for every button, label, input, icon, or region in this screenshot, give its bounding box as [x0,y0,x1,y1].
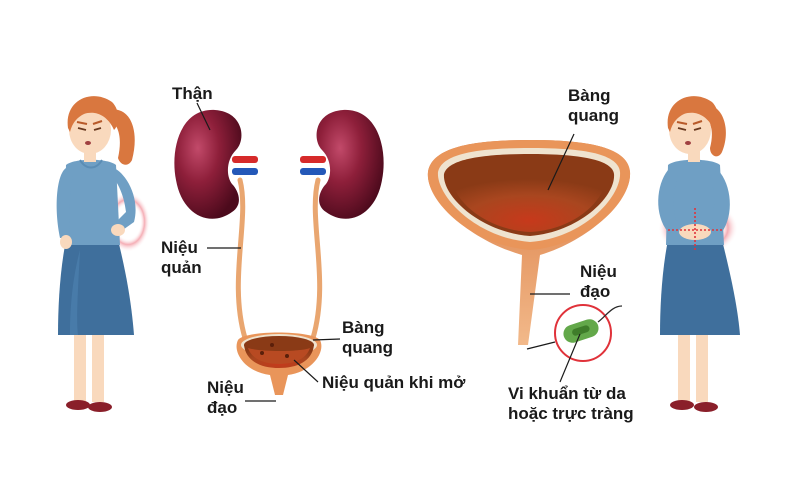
kidneys-diagram [174,102,384,402]
label-urethra-large-line1: Niệu [580,262,617,281]
label-urethra-small: Niệu đạo [207,378,244,418]
large-bladder-diagram [427,133,631,383]
right-kidney [316,109,384,219]
label-bladder-small-line2: quang [342,338,393,357]
left-artery [232,156,258,163]
label-urethra-large: Niệu đạo [580,262,617,302]
ureteral-opening [285,354,289,358]
ureteral-opening [270,343,274,347]
label-ureteral-openings-text: Niệu quản khi mở [322,373,466,392]
label-bladder-large-line1: Bàng [568,86,611,105]
right-woman-figure [658,96,740,412]
label-bacteria-line2: hoặc trực tràng [508,404,634,423]
label-urethra-small-line2: đạo [207,398,238,417]
small-bladder [236,332,322,395]
label-bacteria-line1: Vi khuẩn từ da [508,384,626,403]
bacteria-callout [526,304,623,383]
label-bacteria: Vi khuẩn từ da hoặc trực tràng [508,384,634,424]
label-kidney-text: Thận [172,84,213,103]
left-kidney [174,109,242,219]
label-ureter-line2: quản [161,258,202,277]
label-kidney: Thận [172,84,213,104]
right-ureter [310,177,323,341]
label-bladder-large: Bàng quang [568,86,619,126]
right-artery [300,156,326,163]
ureteral-opening [260,351,264,355]
label-ureter-line1: Niệu [161,238,198,257]
right-vein [300,168,326,175]
label-ureteral-openings: Niệu quản khi mở [322,373,465,393]
label-urethra-large-line2: đạo [580,282,611,301]
label-ureter: Niệu quản [161,238,202,278]
left-ureter [235,177,248,341]
label-bladder-small: Bàng quang [342,318,393,358]
label-urethra-small-line1: Niệu [207,378,244,397]
left-woman-figure [56,96,150,412]
label-bladder-small-line1: Bàng [342,318,385,337]
left-vein [232,168,258,175]
label-bladder-large-line2: quang [568,106,619,125]
